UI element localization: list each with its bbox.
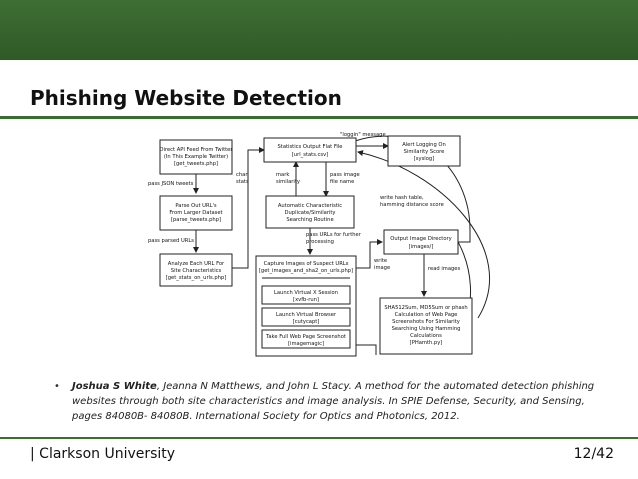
svg-text:Statistics Output Flat File: Statistics Output Flat File [278, 144, 343, 150]
svg-text:Searching Using Hamming: Searching Using Hamming [392, 326, 461, 332]
svg-text:Calculation of Web Page: Calculation of Web Page [395, 312, 458, 318]
box-alert-logging: Alert Logging On Similarity Score [syslo… [387, 135, 461, 167]
box-twitter-feed: Direct API Feed From Twitter (In This Ex… [159, 139, 234, 175]
label-write-image-1: write [374, 258, 387, 264]
svg-text:SHA512Sum, MD5Sum or phash: SHA512Sum, MD5Sum or phash [384, 305, 467, 311]
svg-text:Parse Out URL's: Parse Out URL's [175, 203, 217, 209]
reference-text: Joshua S White, Jeanna N Matthews, and J… [72, 379, 614, 424]
svg-text:[get_images_and_sha2_on_urls.p: [get_images_and_sha2_on_urls.php] [259, 268, 353, 274]
label-char-stats-1: char [236, 172, 248, 178]
svg-text:Direct API Feed From Twitter: Direct API Feed From Twitter [160, 147, 234, 153]
label-mark-2: similarity [276, 179, 300, 185]
arrow-capture-imgdir [356, 239, 383, 269]
svg-text:Capture Images of Suspect URLs: Capture Images of Suspect URLs [264, 261, 349, 267]
svg-text:From Larger Dataset: From Larger Dataset [169, 210, 222, 216]
reference-body: , Jeanna N Matthews, and John L Stacy. A… [72, 381, 595, 422]
svg-text:Alert Logging On: Alert Logging On [402, 142, 446, 148]
reference-citation: • Joshua S White, Jeanna N Matthews, and… [54, 379, 614, 424]
svg-text:Output Image Directory: Output Image Directory [390, 236, 451, 242]
label-read-images: read images [428, 266, 460, 272]
svg-text:Automatic Characteristic: Automatic Characteristic [278, 203, 342, 209]
label-write-hash-1: write hash table, [380, 195, 424, 201]
svg-text:Take Full Web Page Screenshot: Take Full Web Page Screenshot [265, 334, 346, 340]
svg-text:[images/]: [images/] [409, 244, 434, 250]
svg-text:[PHamth.py]: [PHamth.py] [410, 340, 443, 346]
svg-text:[xvfb-run]: [xvfb-run] [293, 297, 319, 303]
arrow-sha-capture [356, 344, 377, 355]
svg-text:Analyze Each URL For: Analyze Each URL For [168, 261, 225, 267]
box-parse-urls: Parse Out URL's From Larger Dataset [par… [159, 195, 233, 231]
svg-text:Similarity Score: Similarity Score [404, 149, 445, 155]
label-further-2: processing [306, 239, 334, 245]
box-output-image-dir: Output Image Directory [images/] [383, 229, 459, 255]
svg-text:Site Characteristics: Site Characteristics [171, 268, 222, 274]
svg-text:[parse_tweets.php]: [parse_tweets.php] [171, 217, 221, 223]
title-divider [0, 116, 638, 119]
label-pass-image-1: pass image [330, 172, 360, 178]
svg-text:(In This Example Twitter): (In This Example Twitter) [164, 154, 228, 160]
bullet-icon: • [54, 381, 60, 392]
label-pass-parsed: pass parsed URLs [148, 238, 194, 244]
svg-text:Screenshots For Similarity: Screenshots For Similarity [392, 319, 460, 325]
arrow-analyze-stats [232, 147, 265, 269]
box-auto-characteristic: Automatic Characteristic Duplicate/Simil… [265, 195, 355, 229]
box-sha-calculation: SHA512Sum, MD5Sum or phash Calculation o… [379, 297, 473, 355]
footer-page-number: 12/42 [573, 446, 614, 462]
header-bar [0, 0, 638, 60]
slide-title: Phishing Website Detection [30, 86, 342, 110]
svg-text:Duplicate/Similarity: Duplicate/Similarity [285, 210, 336, 216]
label-mark-1: mark [276, 172, 289, 178]
label-loggin: "loggin" message [340, 132, 386, 138]
svg-text:[get_stats_on_urls.php]: [get_stats_on_urls.php] [166, 275, 227, 281]
svg-text:[imagemagic]: [imagemagic] [288, 341, 324, 347]
svg-text:[cutycapt]: [cutycapt] [293, 319, 320, 325]
footer-divider [0, 437, 638, 439]
box-analyze-urls: Analyze Each URL For Site Characteristic… [159, 253, 233, 287]
svg-text:Launch Virtual X Session: Launch Virtual X Session [274, 290, 338, 296]
label-write-image-2: image [374, 265, 390, 271]
svg-text:[url_stats.csv]: [url_stats.csv] [292, 152, 328, 158]
connectors [193, 135, 490, 355]
footer-institution: | Clarkson University [30, 446, 176, 462]
label-pass-json: pass JSON tweets [148, 181, 194, 187]
label-further-1: pass URLs for further [306, 232, 362, 238]
edge-labels: pass JSON tweets pass parsed URLs char s… [148, 132, 460, 272]
svg-text:Searching Routine: Searching Routine [286, 217, 333, 223]
label-write-hash-2: hamming distance score [380, 202, 444, 208]
box-capture-images: Capture Images of Suspect URLs [get_imag… [255, 255, 357, 357]
svg-text:[get_tweets.php]: [get_tweets.php] [174, 161, 218, 167]
box-statistics-file: Statistics Output Flat File [url_stats.c… [263, 137, 357, 163]
reference-lead-author: Joshua S White [72, 381, 157, 392]
label-char-stats-2: stats [236, 179, 249, 185]
label-pass-image-2: file name [330, 179, 354, 185]
svg-text:Launch Virtual Browser: Launch Virtual Browser [276, 312, 337, 318]
svg-text:Calculations: Calculations [410, 333, 442, 339]
svg-text:[syslog]: [syslog] [414, 156, 434, 162]
